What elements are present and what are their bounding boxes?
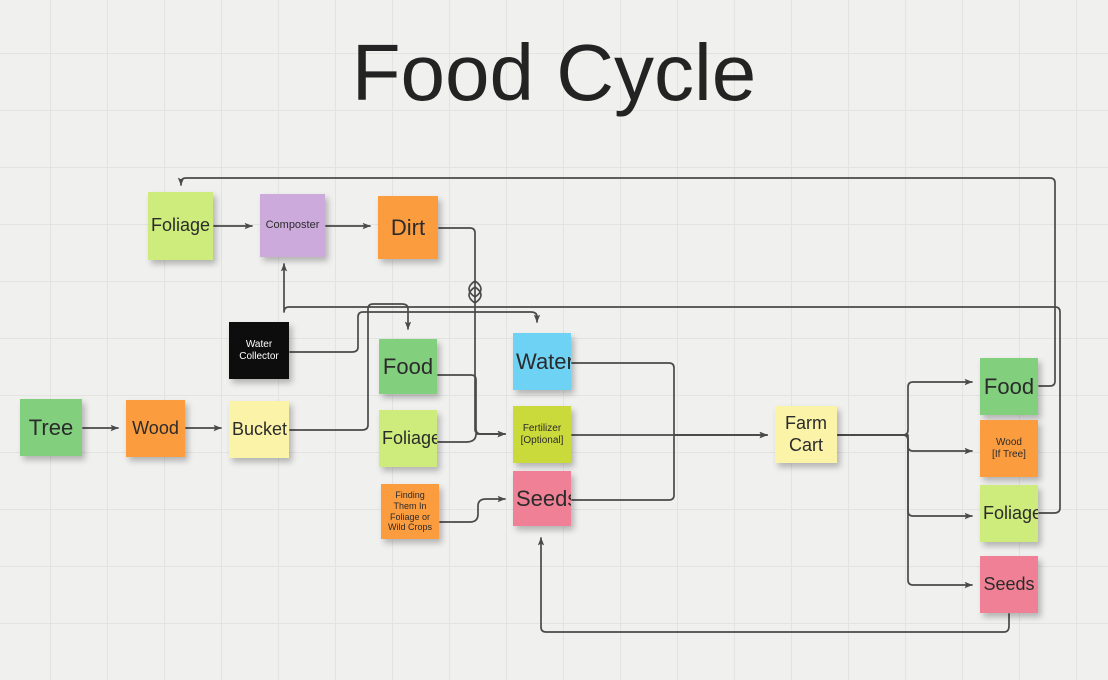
note-water[interactable]: Water [513,333,571,390]
note-bucket[interactable]: Bucket [229,401,289,458]
note-fertilizer[interactable]: Fertilizer[Optional] [513,406,571,463]
note-tree[interactable]: Tree [20,399,82,456]
note-label: Seeds [983,573,1035,594]
note-label: Wood[If Tree] [992,436,1026,460]
note-label: Wood [132,417,179,438]
note-label: Dirt [390,214,426,240]
note-foliage-output[interactable]: Foliage [980,485,1038,542]
note-label: Bucket [232,418,288,439]
note-food-output[interactable]: Food [980,358,1038,415]
note-label: Foliage [983,502,1038,523]
note-label: Foliage [382,427,437,448]
note-label: Tree [28,414,74,440]
note-label: Foliage [151,215,211,236]
note-seeds-output[interactable]: Seeds [980,556,1038,613]
note-foliage-top[interactable]: Foliage [148,192,213,260]
note-label: Composter [265,219,320,232]
note-dirt[interactable]: Dirt [378,196,438,259]
note-foliage-middle[interactable]: Foliage [379,410,437,467]
note-wood-output[interactable]: Wood[If Tree] [980,420,1038,477]
note-label: Seeds [516,485,571,511]
page-title: Food Cycle [351,28,757,117]
note-label: Food [983,373,1035,399]
note-food-middle[interactable]: Food [379,339,437,394]
note-wood[interactable]: Wood [126,400,185,457]
note-composter[interactable]: Composter [260,194,325,257]
note-label: Food [382,353,434,379]
note-label: Fertilizer[Optional] [520,422,564,446]
note-label: Water [516,348,571,374]
note-seeds-middle[interactable]: Seeds [513,471,571,526]
